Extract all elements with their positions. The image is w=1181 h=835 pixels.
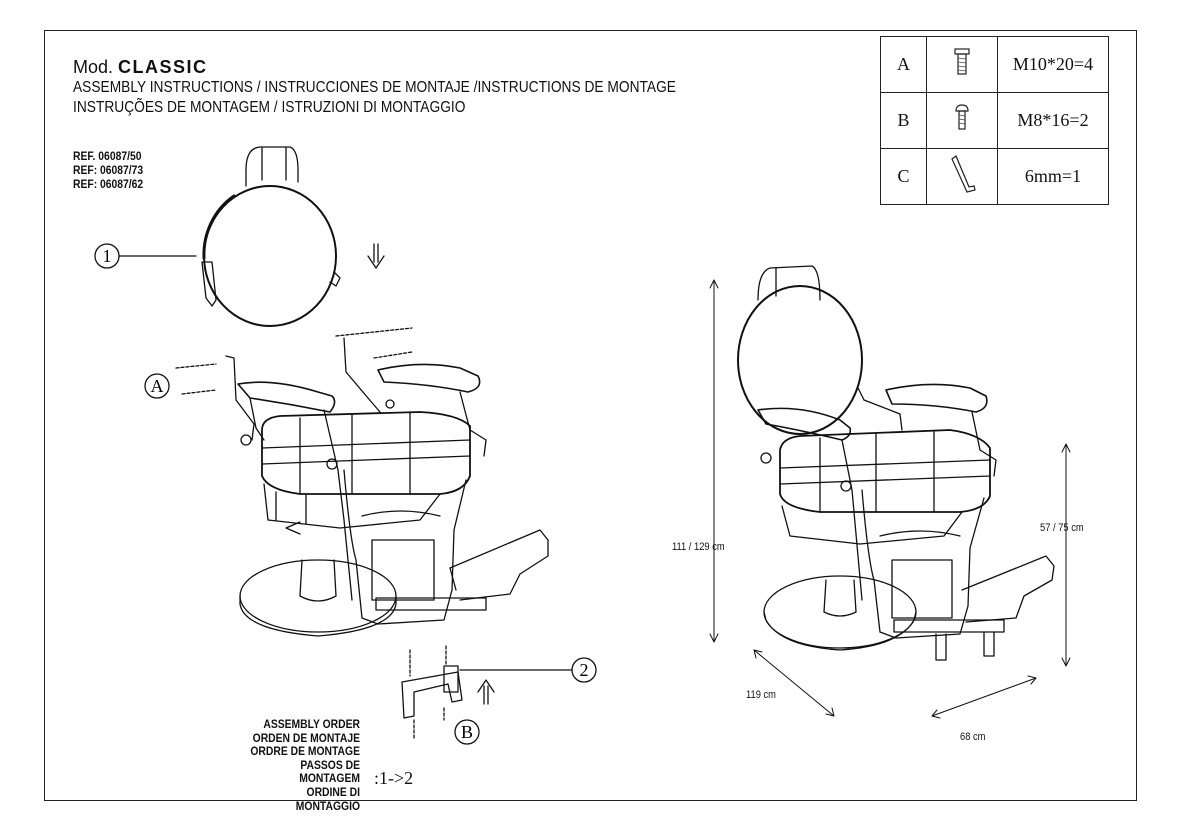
callout-1 bbox=[94, 243, 197, 269]
part-quantity: M8*16=2 bbox=[997, 92, 1109, 149]
model-title: Mod.CLASSIC bbox=[73, 56, 774, 78]
instructions-title-line-1: ASSEMBLY INSTRUCTIONS / INSTRUCCIONES DE… bbox=[73, 79, 676, 96]
assembly-order-line: ORDEN DE MONTAJE bbox=[252, 732, 360, 745]
assembly-order-line: PASSOS DE MONTAGEM bbox=[299, 759, 360, 786]
callout-2-label: 2 bbox=[580, 660, 589, 680]
title-block: Mod.CLASSIC ASSEMBLY INSTRUCTIONS / INST… bbox=[73, 56, 774, 118]
table-row: C 6mm=1 bbox=[880, 148, 1109, 205]
assembly-order-line: ORDRE DE MONTAGE bbox=[250, 746, 360, 759]
dimension-height-label: 111 / 129 cm bbox=[672, 541, 725, 553]
part-quantity: 6mm=1 bbox=[997, 148, 1109, 205]
reference-code: REF. 06087/50 bbox=[73, 151, 142, 163]
dimension-depth-label: 119 cm bbox=[746, 689, 776, 701]
reference-code: REF: 06087/73 bbox=[73, 165, 144, 177]
backrest-illustration bbox=[201, 146, 341, 327]
assembly-order-sequence: :1->2 bbox=[374, 768, 414, 788]
parts-table: A M10*20=4 B M8*16=2 C bbox=[880, 36, 1109, 205]
callout-1-label: 1 bbox=[103, 246, 112, 266]
dimension-seat-height-label: 57 / 75 cm bbox=[1040, 522, 1084, 534]
callout-part-a bbox=[144, 373, 170, 399]
callout-part-a-label: A bbox=[151, 376, 164, 396]
model-name: CLASSIC bbox=[118, 57, 208, 77]
dimension-lines bbox=[709, 279, 1071, 719]
reference-list: REF. 06087/50 REF: 06087/73 REF: 06087/6… bbox=[73, 150, 143, 192]
table-row: B M8*16=2 bbox=[880, 92, 1109, 149]
model-prefix: Mod. bbox=[73, 57, 114, 77]
assembly-order-labels: ASSEMBLY ORDER ORDEN DE MONTAJE ORDRE DE… bbox=[248, 719, 360, 814]
chair-assembly-illustration bbox=[175, 327, 549, 637]
arrow-down-icon bbox=[367, 243, 385, 269]
part-letter: B bbox=[880, 92, 927, 149]
part-quantity: M10*20=4 bbox=[997, 36, 1109, 93]
arrow-up-icon bbox=[477, 679, 495, 705]
callout-2 bbox=[571, 657, 597, 683]
callout-part-b-label: B bbox=[461, 722, 473, 742]
dimension-width-label: 68 cm bbox=[960, 731, 986, 743]
reference-code: REF: 06087/62 bbox=[73, 179, 144, 191]
part-letter: C bbox=[880, 148, 927, 205]
assembly-order-line: ORDINE DI MONTAGGIO bbox=[295, 786, 360, 813]
chair-dimensions-illustration bbox=[737, 265, 1055, 661]
footrest-bracket-illustration bbox=[401, 645, 573, 741]
instructions-title-line-2: INSTRUÇÕES DE MONTAGEM / ISTRUZIONI DI M… bbox=[73, 99, 466, 116]
callout-part-b bbox=[454, 719, 480, 745]
bolt-icon bbox=[926, 92, 998, 149]
bolt-icon bbox=[926, 36, 998, 93]
page-border bbox=[44, 30, 1137, 801]
assembly-order-line: ASSEMBLY ORDER bbox=[263, 719, 360, 731]
